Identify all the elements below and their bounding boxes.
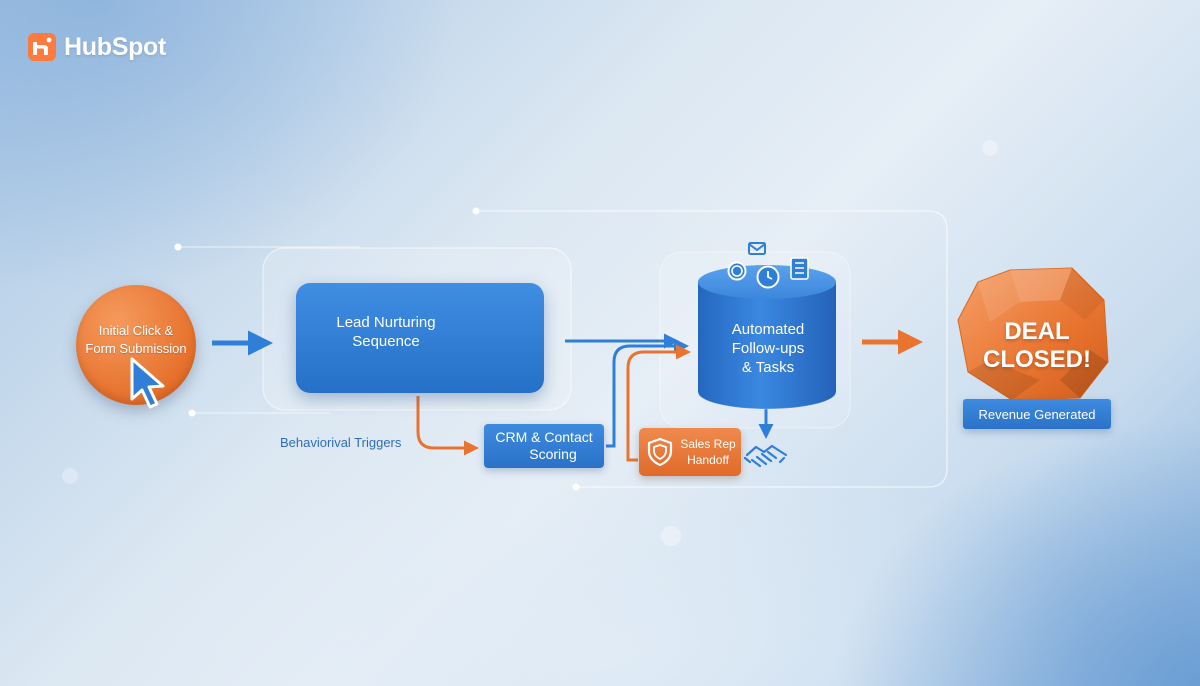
- mail-icon: [748, 242, 766, 255]
- node-dot: [472, 207, 480, 215]
- automation-label-line3: & Tasks: [741, 359, 795, 376]
- brand-name: HubSpot: [64, 32, 167, 61]
- sales-label-line2: Handoff: [687, 453, 729, 467]
- lead-label-line2: Sequence: [352, 333, 420, 350]
- bokeh-dot: [62, 468, 78, 484]
- node-dot: [188, 409, 196, 417]
- crm-label-line2: Scoring: [529, 446, 577, 462]
- deal-closed-gem: [957, 267, 1109, 401]
- crm-label-line1: CRM & Contact: [495, 429, 593, 445]
- target-icon: [727, 261, 747, 281]
- sales-handoff-node[interactable]: [639, 428, 741, 476]
- arrow-lead-to-crm: [416, 396, 479, 456]
- crm-scoring-node[interactable]: CRM & Contact Scoring: [484, 424, 604, 468]
- node-dot: [174, 243, 182, 251]
- deal-label-line2: CLOSED!: [983, 346, 1091, 373]
- start-label-line1: Initial Click &: [98, 323, 174, 338]
- lead-nurturing-label: Lead Nurturing Sequence: [326, 313, 446, 351]
- outer-loop-line: [476, 210, 948, 488]
- shield-icon: [647, 437, 673, 467]
- revenue-generated-badge[interactable]: Revenue Generated: [963, 399, 1111, 429]
- handshake-icon: [743, 444, 788, 468]
- start-label-line2: Form Submission: [85, 341, 187, 356]
- bokeh-dot: [661, 526, 681, 546]
- behavioral-triggers-label: Behaviorival Triggers: [280, 435, 402, 450]
- sales-handoff-label: Sales Rep Handoff: [676, 436, 740, 468]
- hubspot-logo[interactable]: HubSpot: [26, 31, 166, 63]
- automation-label-line1: Automated: [731, 321, 805, 338]
- bokeh-dot: [982, 140, 998, 156]
- sales-label-line1: Sales Rep: [680, 437, 736, 451]
- automation-label: Automated Follow-ups & Tasks: [708, 320, 828, 377]
- arrow-crm-to-automation: [606, 338, 689, 448]
- node-dot: [572, 483, 580, 491]
- cursor-icon: [130, 357, 165, 409]
- checklist-icon: [790, 257, 809, 280]
- automation-label-line2: Follow-ups: [731, 340, 805, 357]
- arrow-sales-loop: [626, 344, 691, 462]
- deal-label-line1: DEAL: [1004, 318, 1070, 345]
- hubspot-sprocket-icon: [28, 33, 56, 61]
- initial-click-label: Initial Click & Form Submission: [81, 322, 191, 358]
- lead-label-line1: Lead Nurturing: [336, 314, 436, 331]
- clock-icon: [756, 265, 780, 289]
- deal-closed-label: DEAL CLOSED!: [972, 318, 1102, 374]
- lead-nurturing-node[interactable]: [296, 283, 544, 393]
